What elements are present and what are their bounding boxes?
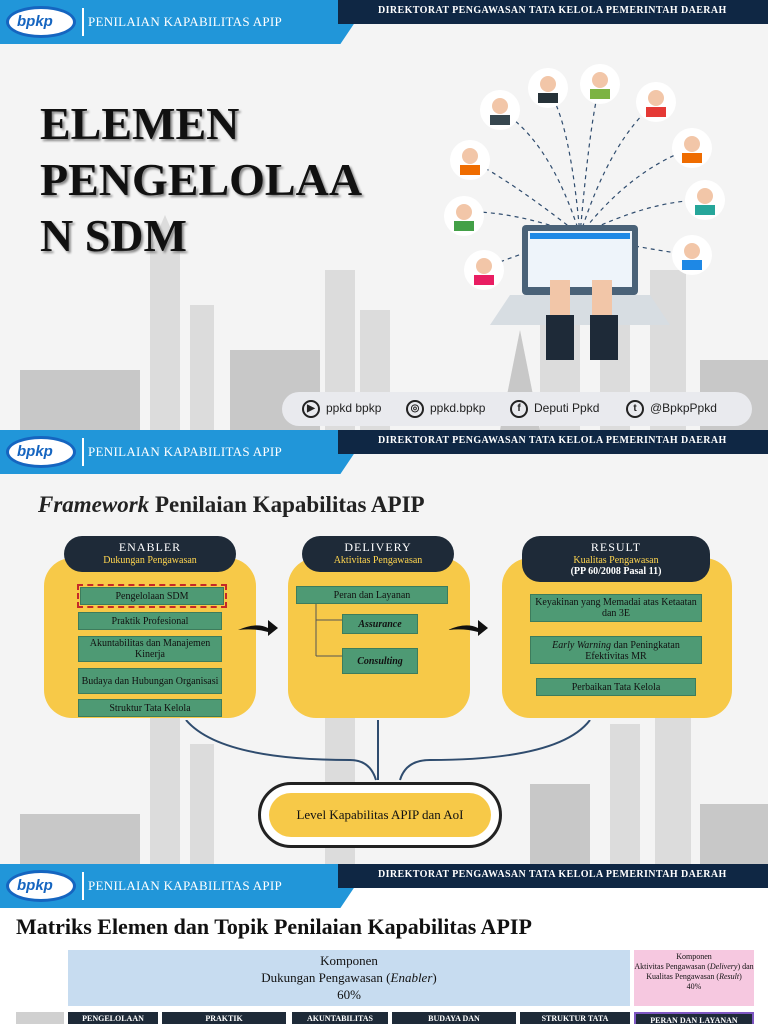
result-item: Keyakinan yang Memadai atas Ketaatan dan… (530, 594, 702, 622)
bpkp-logo: bpkp (6, 870, 76, 902)
slide-title: Framework Penilaian Kapabilitas APIP (38, 492, 425, 517)
component-enabler-header: Komponen Dukungan Pengawasan (Enabler) 6… (68, 950, 630, 1006)
directorate-text: DIREKTORAT PENGAWASAN TATA KELOLA PEMERI… (378, 869, 727, 880)
connector-curves (185, 720, 591, 781)
directorate-text: DIREKTORAT PENGAWASAN TATA KELOLA PEMERI… (378, 435, 727, 446)
slide-framework: DIREKTORAT PENGAWASAN TATA KELOLA PEMERI… (0, 430, 768, 864)
matrix-column-header: PENGELOLAAN (68, 1012, 158, 1024)
header-title: PENILAIAN KAPABILITAS APIP (88, 14, 283, 29)
social-twitter[interactable]: t@BpkpPpkd (626, 400, 717, 418)
arrow-right-icon (448, 620, 488, 636)
header-bar: DIREKTORAT PENGAWASAN TATA KELOLA PEMERI… (0, 864, 768, 908)
level-kapabilitas-oval: Level Kapabilitas APIP dan AoI (258, 782, 502, 848)
enabler-item: Budaya dan Hubungan Organisasi (78, 668, 222, 694)
matrix-column-header: PRAKTIK (162, 1012, 286, 1024)
delivery-box (288, 558, 470, 718)
enabler-item: Praktik Profesional (78, 612, 222, 630)
instagram-icon: ◎ (406, 400, 424, 418)
matrix-column-header: PERAN DAN LAYANAN (634, 1012, 754, 1024)
matrix-column-header: BUDAYA DAN (392, 1012, 516, 1024)
header-bar: DIREKTORAT PENGAWASAN TATA KELOLA PEMERI… (0, 0, 768, 44)
header-title: PENILAIAN KAPABILITAS APIP (88, 444, 283, 459)
delivery-item-consulting: Consulting (342, 648, 418, 674)
arrow-right-icon (238, 620, 278, 636)
social-instagram[interactable]: ◎ppkd.bpkp (406, 400, 485, 418)
social-youtube[interactable]: ▶ppkd bpkp (302, 400, 381, 418)
delivery-main: Peran dan Layanan (296, 586, 448, 604)
enabler-item: Struktur Tata Kelola (78, 699, 222, 717)
slide-cover: DIREKTORAT PENGAWASAN TATA KELOLA PEMERI… (0, 0, 768, 430)
people-network-illustration (444, 64, 725, 360)
matrix-column-header: AKUNTABILITAS (292, 1012, 388, 1024)
matrix-column-header: STRUKTUR TATA (520, 1012, 630, 1024)
component-delivery-header: Komponen Aktivitas Pengawasan (Delivery)… (634, 950, 754, 1006)
level-kapabilitas-label: Level Kapabilitas APIP dan AoI (269, 793, 491, 837)
tree-connector (315, 604, 342, 657)
delivery-item-assurance: Assurance (342, 614, 418, 634)
enabler-item: Akuntabilitas dan Manajemen Kinerja (78, 636, 222, 662)
slide-title: ELEMEN PENGELOLAA N SDM (40, 98, 363, 261)
header-title: PENILAIAN KAPABILITAS APIP (88, 878, 283, 893)
directorate-text: DIREKTORAT PENGAWASAN TATA KELOLA PEMERI… (378, 5, 727, 16)
enabler-item-pengelolaan-sdm: Pengelolaan SDM (77, 584, 227, 608)
bpkp-logo: bpkp (6, 6, 76, 38)
header-bar: DIREKTORAT PENGAWASAN TATA KELOLA PEMERI… (0, 430, 768, 474)
slide-matrix: DIREKTORAT PENGAWASAN TATA KELOLA PEMERI… (0, 864, 768, 1024)
facebook-icon: f (510, 400, 528, 418)
youtube-icon: ▶ (302, 400, 320, 418)
matrix-corner-cell (16, 1012, 64, 1024)
twitter-icon: t (626, 400, 644, 418)
bpkp-logo: bpkp (6, 436, 76, 468)
result-item: Early Warning dan Peningkatan Efektivita… (530, 636, 702, 664)
slide-title: Matriks Elemen dan Topik Penilaian Kapab… (16, 914, 532, 939)
result-item: Perbaikan Tata Kelola (536, 678, 696, 696)
